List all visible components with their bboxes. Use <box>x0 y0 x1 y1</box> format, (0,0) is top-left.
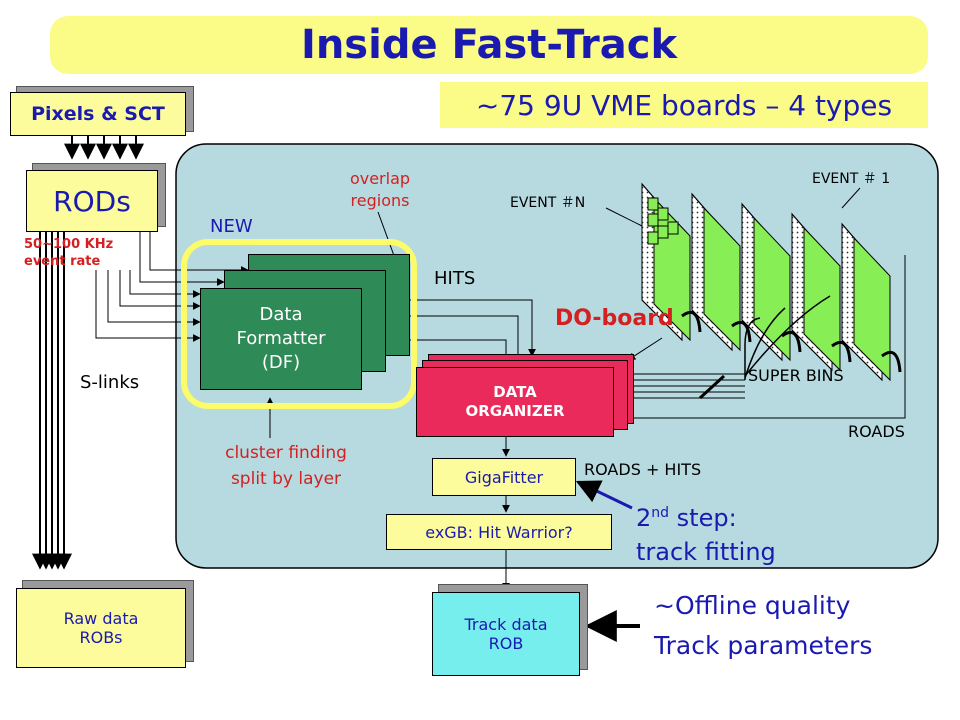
second-step-label: 2nd step: track fitting <box>636 504 776 566</box>
am-board-stack <box>641 182 902 382</box>
super-bins-label: SUPER BINS <box>748 366 844 385</box>
event-1-pointer <box>841 187 861 209</box>
am-chip <box>657 207 669 221</box>
pixels-sct-box: Pixels & SCT <box>10 92 186 136</box>
event-1-label: EVENT ＃ 1 <box>812 171 891 187</box>
new-label: NEW <box>210 216 253 237</box>
second-step-pointer <box>575 480 633 510</box>
slink-lines <box>95 232 249 342</box>
am-chip <box>647 197 659 211</box>
gigafitter-box: GigaFitter <box>432 458 576 496</box>
am-board-4 <box>791 212 852 372</box>
exgb-box: exGB: Hit Warrior? <box>386 514 612 550</box>
organizer-to-am-lines <box>634 373 745 400</box>
am-chip <box>647 213 659 227</box>
hits-label: HITS <box>434 268 476 289</box>
super-bin-lines <box>744 295 831 380</box>
page-title: Inside Fast-Track <box>50 16 928 74</box>
rod-to-rob-links <box>32 232 72 570</box>
formatter-highlight <box>181 239 417 409</box>
am-chip <box>667 221 679 235</box>
am-chip <box>657 225 669 239</box>
event-n-pointer <box>605 207 643 227</box>
am-chip <box>647 231 659 245</box>
roads-label: ROADS <box>848 422 905 441</box>
roads-hits-label: ROADS + HITS <box>584 460 702 479</box>
am-board-2 <box>691 192 752 352</box>
slinks-label: S-links <box>80 372 140 393</box>
do-board-label: DO-board <box>555 306 674 331</box>
am-board-front <box>641 182 702 342</box>
rods-box: RODs <box>26 170 158 232</box>
am-board-5 <box>841 222 902 382</box>
event-n-label: EVENT ＃N <box>510 195 586 211</box>
subtitle-banner: ~75 9U VME boards – 4 types <box>440 82 928 128</box>
pixel-to-rod-arrows <box>64 136 144 160</box>
